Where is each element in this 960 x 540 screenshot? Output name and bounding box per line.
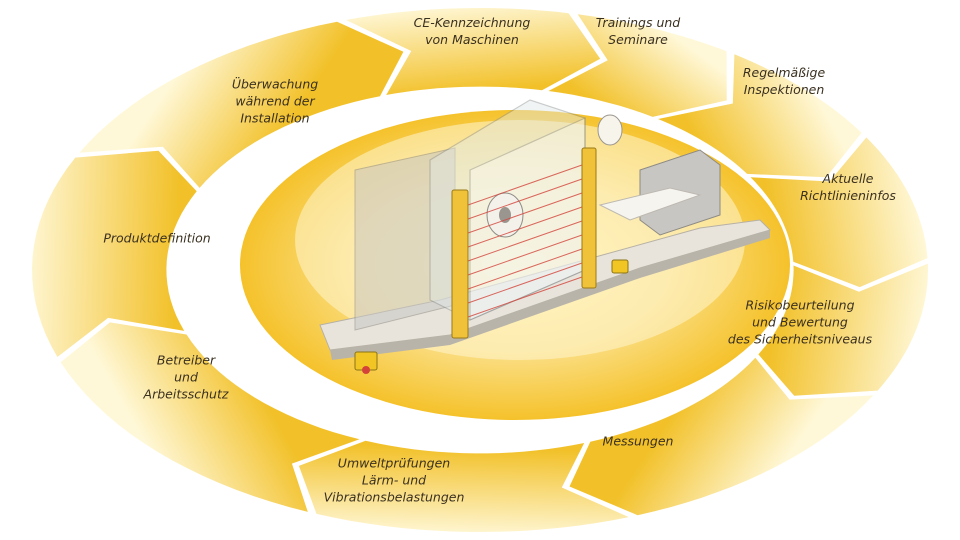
- step-label-trainings: Trainings und Seminare: [595, 15, 681, 47]
- step-label-ce: CE-Kennzeichnung von Maschinen: [413, 15, 531, 47]
- cycle-arrow-trainings: [548, 14, 727, 117]
- step-label-ueberwachung: Überwachung während der Installation: [231, 76, 319, 126]
- light-beam: [467, 164, 583, 206]
- light-beam: [467, 248, 583, 290]
- output-tray: [598, 187, 702, 221]
- step-label-umwelt: Umweltprüfungen Lärm- und Vibrationsbela…: [323, 455, 465, 505]
- step-label-risiko: Risikobeurteilung und Bewertung des Sich…: [727, 297, 873, 347]
- cycle-arrow-betreiber: [60, 322, 360, 512]
- roll-core: [499, 207, 511, 223]
- light-beam: [467, 192, 583, 234]
- light-beam: [467, 234, 583, 276]
- light-beam: [467, 178, 583, 220]
- cycle-arrow-inspektionen: [658, 54, 862, 178]
- cycle-arrow-richtlinien: [750, 137, 928, 288]
- cycle-arrow-produkt: [32, 150, 197, 357]
- step-label-messungen: Messungen: [602, 433, 674, 449]
- light-beam: [467, 220, 583, 262]
- center-illustration: [240, 99, 790, 420]
- emergency-stop-box-right: [611, 259, 629, 274]
- cycle-arrow-risiko: [758, 263, 928, 396]
- step-label-produkt: Produktdefinition: [103, 230, 211, 246]
- light-beam: [467, 276, 583, 318]
- conveyor-edge: [330, 230, 770, 360]
- light-curtain-beams: [467, 164, 583, 318]
- emergency-stop-button-left: [362, 366, 370, 374]
- step-label-betreiber: Betreiber und Arbeitsschutz: [143, 352, 229, 402]
- packaging-machine-icon: [319, 99, 771, 374]
- light-beam: [467, 206, 583, 248]
- step-label-richtlinien: Aktuelle Richtlinieninfos: [800, 171, 896, 203]
- top-roll: [597, 114, 623, 146]
- cycle-arrow-messungen: [569, 357, 874, 516]
- step-label-inspektionen: Regelmäßige Inspektionen: [742, 65, 826, 97]
- cycle-arrow-ueberwachung: [79, 21, 404, 188]
- light-curtain-post-right: [581, 147, 597, 289]
- cycle-arrow-ce: [346, 8, 601, 95]
- cycle-arrows: [32, 8, 928, 532]
- light-beam: [467, 262, 583, 304]
- cycle-arrow-umwelt: [298, 440, 629, 532]
- light-curtain-post-left: [451, 189, 469, 339]
